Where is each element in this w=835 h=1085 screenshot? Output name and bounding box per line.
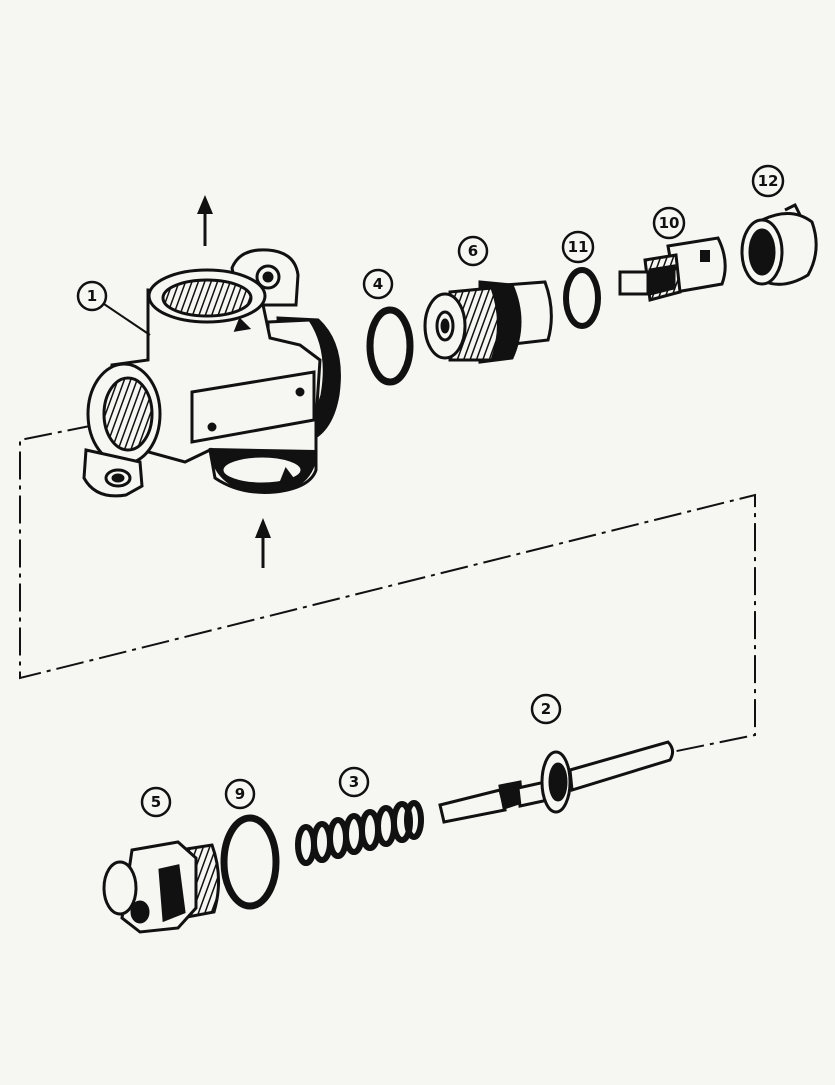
callout-1: 1 (76, 280, 108, 312)
callout-label: 5 (151, 793, 161, 811)
callout-label: 1 (87, 287, 97, 305)
callout-2: 2 (530, 693, 562, 725)
valve-body-part (82, 248, 341, 498)
plug-part-5 (102, 840, 221, 934)
adjuster-screw-part-10 (618, 236, 727, 302)
flow-arrow-top (197, 195, 213, 246)
callout-3: 3 (338, 766, 370, 798)
washer-part-9 (220, 814, 280, 910)
seal-ring-part-11 (563, 267, 601, 329)
assembly-axis-lines (19, 424, 756, 753)
callout-label: 6 (468, 242, 478, 260)
callout-label: 10 (659, 214, 680, 232)
spring-part-3 (295, 800, 424, 866)
washer-part-4 (366, 306, 414, 386)
callout-label: 12 (758, 172, 779, 190)
cap-nut-part-12 (740, 202, 818, 286)
callout-4: 4 (362, 268, 394, 300)
callout-9: 9 (224, 778, 256, 810)
callout-5: 5 (140, 786, 172, 818)
valve-spindle-part-2 (438, 740, 675, 824)
callout-label: 3 (349, 773, 359, 791)
callout-12: 12 (751, 164, 785, 198)
flow-arrow-bottom (255, 518, 271, 568)
leader-line-1 (103, 303, 151, 336)
callout-label: 2 (541, 700, 551, 718)
callout-label: 4 (373, 275, 383, 293)
callout-6: 6 (457, 235, 489, 267)
callout-label: 9 (235, 785, 245, 803)
callout-label: 11 (568, 238, 589, 256)
callout-11: 11 (561, 230, 595, 264)
threaded-seat-part-6 (423, 280, 553, 364)
callout-10: 10 (652, 206, 686, 240)
